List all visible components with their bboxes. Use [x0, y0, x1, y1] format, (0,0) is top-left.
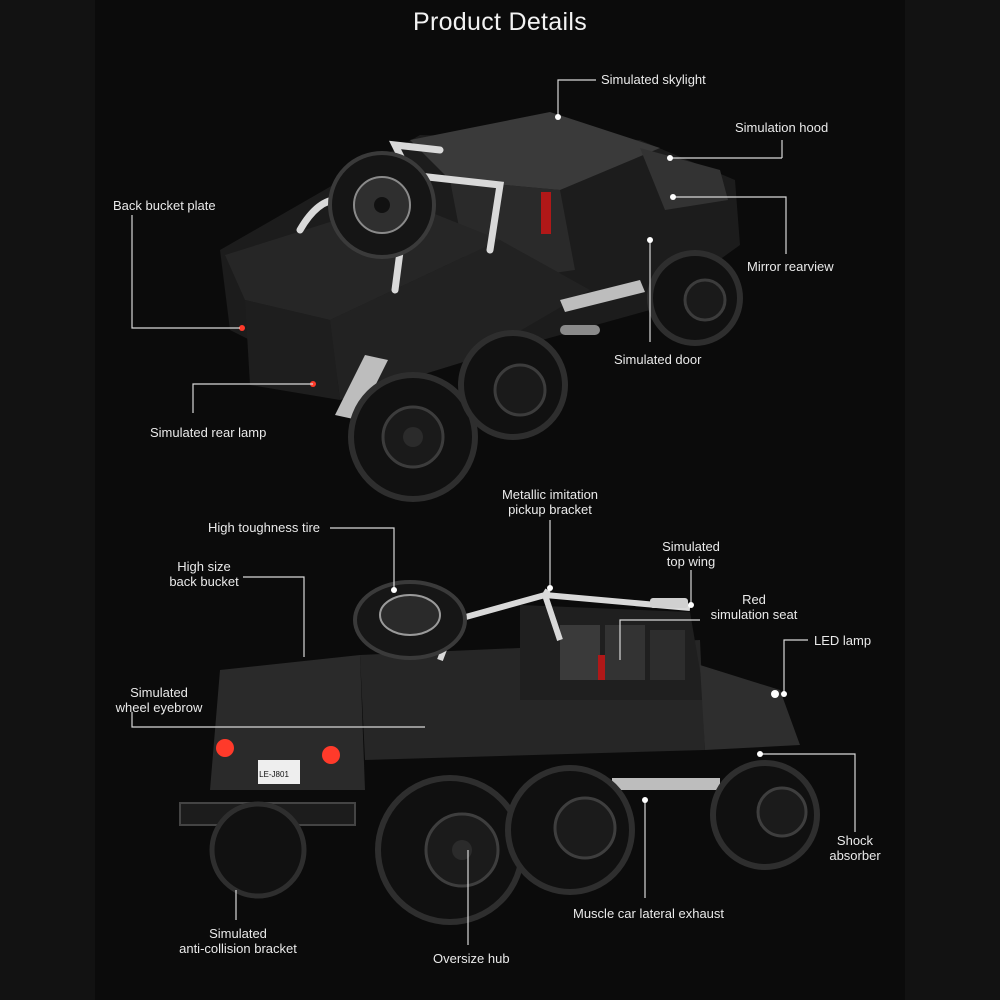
label-line: pickup bracket — [508, 502, 592, 517]
label-simulated-wheel-eyebrow: Simulated wheel eyebrow — [106, 685, 212, 715]
label-line: anti-collision bracket — [179, 941, 297, 956]
callout-leader-lines — [131, 79, 856, 945]
label-metallic-pickup-bracket: Metallic imitation pickup bracket — [490, 487, 610, 517]
label-simulated-rear-lamp: Simulated rear lamp — [150, 425, 267, 440]
label-line: High size — [177, 559, 231, 574]
label-simulated-top-wing: Simulated top wing — [651, 539, 731, 569]
label-line: Red — [742, 592, 766, 607]
label-muscle-car-lateral-exhaust: Muscle car lateral exhaust — [573, 906, 725, 921]
page-title: Product Details — [412, 8, 588, 36]
label-line: Simulated — [662, 539, 720, 554]
label-simulated-anti-collision-bracket: Simulated anti-collision bracket — [168, 926, 308, 956]
label-red-simulation-seat: Red simulation seat — [704, 592, 804, 622]
label-line: simulation seat — [710, 607, 798, 622]
label-simulation-hood: Simulation hood — [735, 120, 829, 135]
label-line: Shock — [836, 833, 874, 848]
top-truck-model — [220, 112, 743, 502]
label-line: Simulated — [130, 685, 188, 700]
label-high-size-back-bucket: High size back bucket — [162, 559, 246, 589]
label-led-lamp: LED lamp — [814, 633, 872, 648]
label-line: top wing — [666, 554, 716, 569]
callout-dots — [391, 114, 787, 803]
label-line: wheel eyebrow — [115, 700, 203, 715]
label-line: absorber — [829, 848, 881, 863]
plate-text: LE-J801 — [259, 770, 289, 779]
label-simulated-door: Simulated door — [614, 352, 702, 367]
left-margin — [0, 0, 95, 1000]
right-margin — [905, 0, 1000, 1000]
label-line: Metallic imitation — [501, 487, 599, 502]
label-shock-absorber: Shock absorber — [823, 833, 887, 863]
label-back-bucket-plate: Back bucket plate — [113, 198, 216, 213]
label-high-toughness-tire: High toughness tire — [208, 520, 321, 535]
label-oversize-hub: Oversize hub — [433, 951, 510, 966]
label-simulated-skylight: Simulated skylight — [601, 72, 706, 87]
label-mirror-rearview: Mirror rearview — [747, 259, 834, 274]
label-line: Simulated — [209, 926, 267, 941]
label-line: back bucket — [169, 574, 239, 589]
bottom-truck-model — [179, 580, 820, 925]
